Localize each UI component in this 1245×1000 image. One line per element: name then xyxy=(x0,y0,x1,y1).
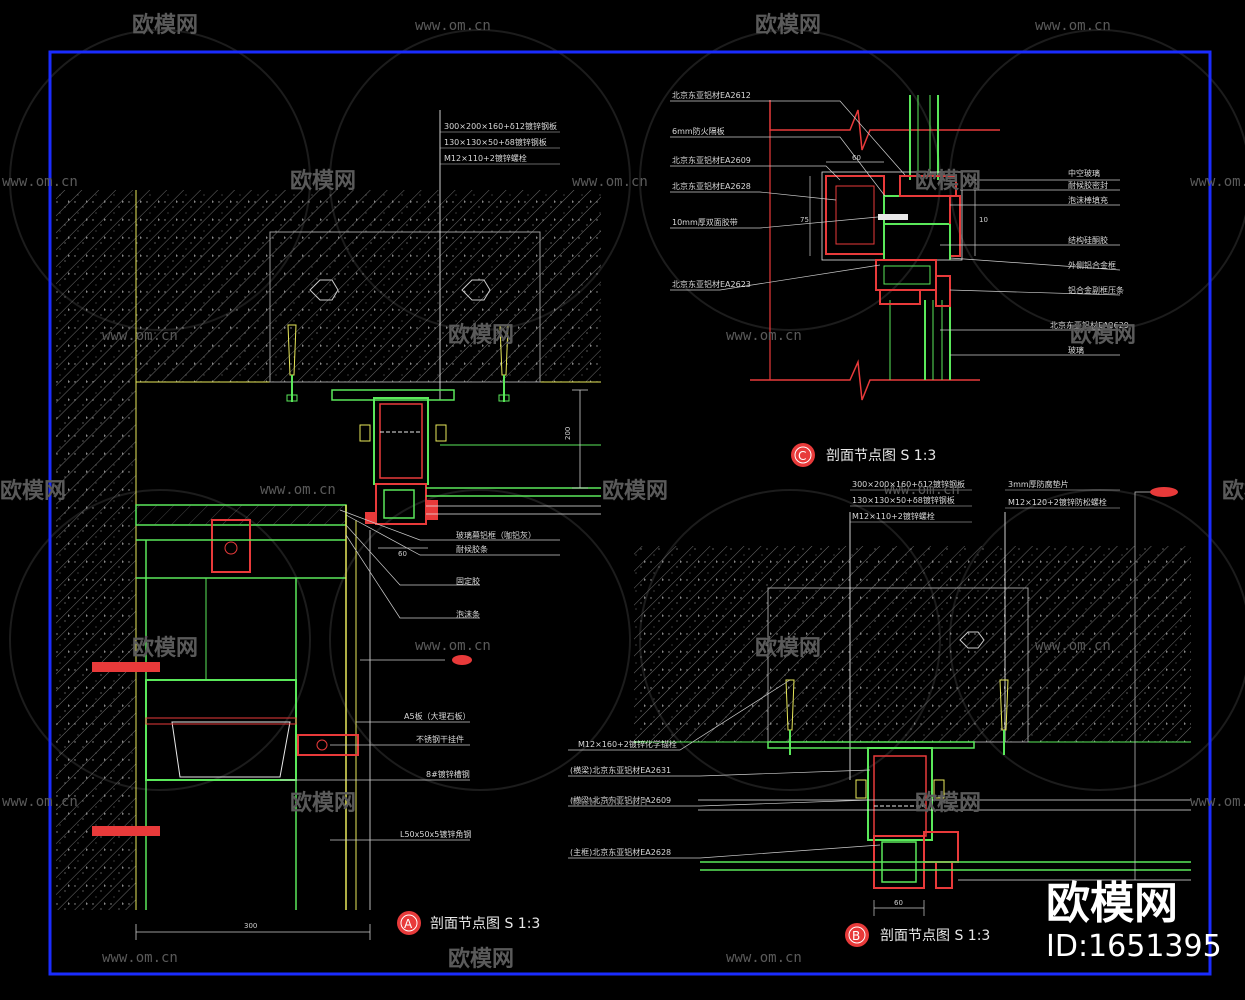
section-c-letter: C xyxy=(798,449,806,463)
c-label-left-4: 北京东亚铝材EA2628 xyxy=(672,181,751,191)
a-label-8: L50x50x5镀锌角钢 xyxy=(400,829,471,839)
watermark-url: www.om.cn xyxy=(726,950,802,966)
a-spec-line-1: 300×200×160+δ12镀锌钢板 xyxy=(444,121,557,131)
c-label-left-3: 北京东亚铝材EA2609 xyxy=(672,155,751,165)
watermark-url: www.om.cn xyxy=(260,482,336,498)
section-b-title: 剖面节点图 S 1:3 xyxy=(880,928,990,944)
dim-a-bottom: 300 xyxy=(244,922,257,930)
detail-b: 60 300×200×160+δ12镀锌钢板 130×130×50+δ8镀锌钢板… xyxy=(568,479,1191,947)
c-label-right-4: 结构硅酮胶 xyxy=(1068,235,1108,245)
watermark-url: www.om.cn xyxy=(2,794,78,810)
watermark-logo: 欧模网 xyxy=(448,322,514,348)
watermark-logo: 欧模网 xyxy=(0,478,66,504)
c-label-right-5: 外侧铝合金框 xyxy=(1068,260,1116,270)
watermark-url: www.om.cn xyxy=(572,794,648,810)
a-label-6: 不锈钢干挂件 xyxy=(416,734,464,744)
brand-name: 欧模网 xyxy=(1046,878,1178,929)
c-label-right-2: 耐候胶密封 xyxy=(1068,180,1108,190)
watermark-logo: 欧模网 xyxy=(132,12,198,38)
watermark-logo: 欧模网 xyxy=(448,946,514,972)
a-label-1: 玻璃幕铝框（咖铝灰） xyxy=(456,530,536,540)
b-label-4: (主框)北京东亚铝材EA2628 xyxy=(570,847,671,857)
watermark-logo: 欧模网 xyxy=(1222,478,1245,504)
detail-a: 200 60 300 300×200×160+δ12 xyxy=(56,110,601,940)
watermark-url: www.om.cn xyxy=(1035,18,1111,34)
section-a-title: 剖面节点图 S 1:3 xyxy=(430,916,540,932)
watermark-url: www.om.cn xyxy=(415,638,491,654)
watermark-logo: 欧模网 xyxy=(755,12,821,38)
dim-b-bottom: 60 xyxy=(894,899,903,907)
dim-c-top: 60 xyxy=(852,154,861,162)
watermark-url: www.om.cn xyxy=(1035,638,1111,654)
c-label-left-1: 北京东亚铝材EA2612 xyxy=(672,90,751,100)
b-spec-line-1: 300×200×160+δ12镀锌钢板 xyxy=(852,479,965,489)
c-label-left-6: 北京东亚铝材EA2623 xyxy=(672,279,751,289)
watermark-logo: 欧模网 xyxy=(1070,322,1136,348)
watermark-logo: 欧模网 xyxy=(602,478,668,504)
brand-id: ID:1651395 xyxy=(1046,929,1222,964)
c-label-right-1: 中空玻璃 xyxy=(1068,168,1100,178)
watermark-logo: 欧模网 xyxy=(132,635,198,661)
b-spec-line-2: 130×130×50+δ8镀锌钢板 xyxy=(852,495,955,505)
b-label-3: (横梁)北京东亚铝材EA2609 xyxy=(570,795,671,805)
watermark-url: www.om.cn xyxy=(726,328,802,344)
watermark-logo: 欧模网 xyxy=(290,790,356,816)
watermark-logo: 欧模网 xyxy=(755,635,821,661)
watermark-url: www.om.cn xyxy=(102,328,178,344)
watermark-logo: 欧模网 xyxy=(290,168,356,194)
watermark-url: www.om.cn xyxy=(1190,794,1245,810)
watermark-logo: 欧模网 xyxy=(915,168,981,194)
section-a-letter: A xyxy=(404,917,413,931)
watermark-url: www.om.cn xyxy=(2,174,78,190)
a-label-3: 固定胶 xyxy=(456,576,480,586)
a-label-4: 泡沫条 xyxy=(456,609,480,619)
watermark-url: www.om.cn xyxy=(572,174,648,190)
b-label-2: (横梁)北京东亚铝材EA2631 xyxy=(570,765,671,775)
watermark-url: www.om.cn xyxy=(415,18,491,34)
c-label-right-3: 泡沫棒填充 xyxy=(1068,195,1108,205)
c-label-left-2: 6mm防火隔板 xyxy=(672,126,725,136)
c-label-left-5: 10mm厚双面胶带 xyxy=(672,217,738,227)
a-label-7: 8#镀锌槽钢 xyxy=(426,769,470,779)
c-label-right-7: 北京东亚铝材EA2629 xyxy=(1050,320,1129,330)
watermark-url: www.om.cn xyxy=(102,950,178,966)
watermark-url: www.om.cn xyxy=(884,482,960,498)
watermark-url: www.om.cn xyxy=(1190,174,1245,190)
b-spec-line-3: M12×110+2镀锌螺栓 xyxy=(852,511,935,521)
section-b-letter: B xyxy=(852,929,860,943)
b-spec-right-2: M12×120+2镀锌防松螺栓 xyxy=(1008,497,1107,507)
drawing-border xyxy=(48,50,1212,976)
a-spec-line-2: 130×130×50+δ8镀锌钢板 xyxy=(444,137,547,147)
detail-c: 75 10 60 北京东亚铝材EA2612 6mm防火隔板 北京东亚铝材EA26… xyxy=(670,90,1129,467)
b-label-1: M12×160+2镀锌化学锚栓 xyxy=(578,739,677,749)
c-label-right-6: 铝合金副框压条 xyxy=(1068,285,1124,295)
a-spec-line-3: M12×110+2镀锌螺栓 xyxy=(444,153,527,163)
dim-a-small: 60 xyxy=(398,550,407,558)
dim-c-right: 10 xyxy=(979,216,988,224)
branding: 欧模网 ID:1651395 xyxy=(1046,878,1222,964)
a-label-5: A5板（大理石板） xyxy=(404,711,471,721)
c-label-right-8: 玻璃 xyxy=(1068,345,1084,355)
section-c-title: 剖面节点图 S 1:3 xyxy=(826,448,936,464)
watermark-logo: 欧模网 xyxy=(915,790,981,816)
dim-a-vertical: 200 xyxy=(564,427,572,440)
watermarks: 欧模网 www.om.cn 欧模网 www.om.cn www.om.cn 欧模… xyxy=(0,12,1245,972)
b-spec-right-1: 3mm厚防腐垫片 xyxy=(1008,479,1069,489)
a-label-2: 耐候胶条 xyxy=(456,544,488,554)
dim-c-left: 75 xyxy=(800,216,809,224)
